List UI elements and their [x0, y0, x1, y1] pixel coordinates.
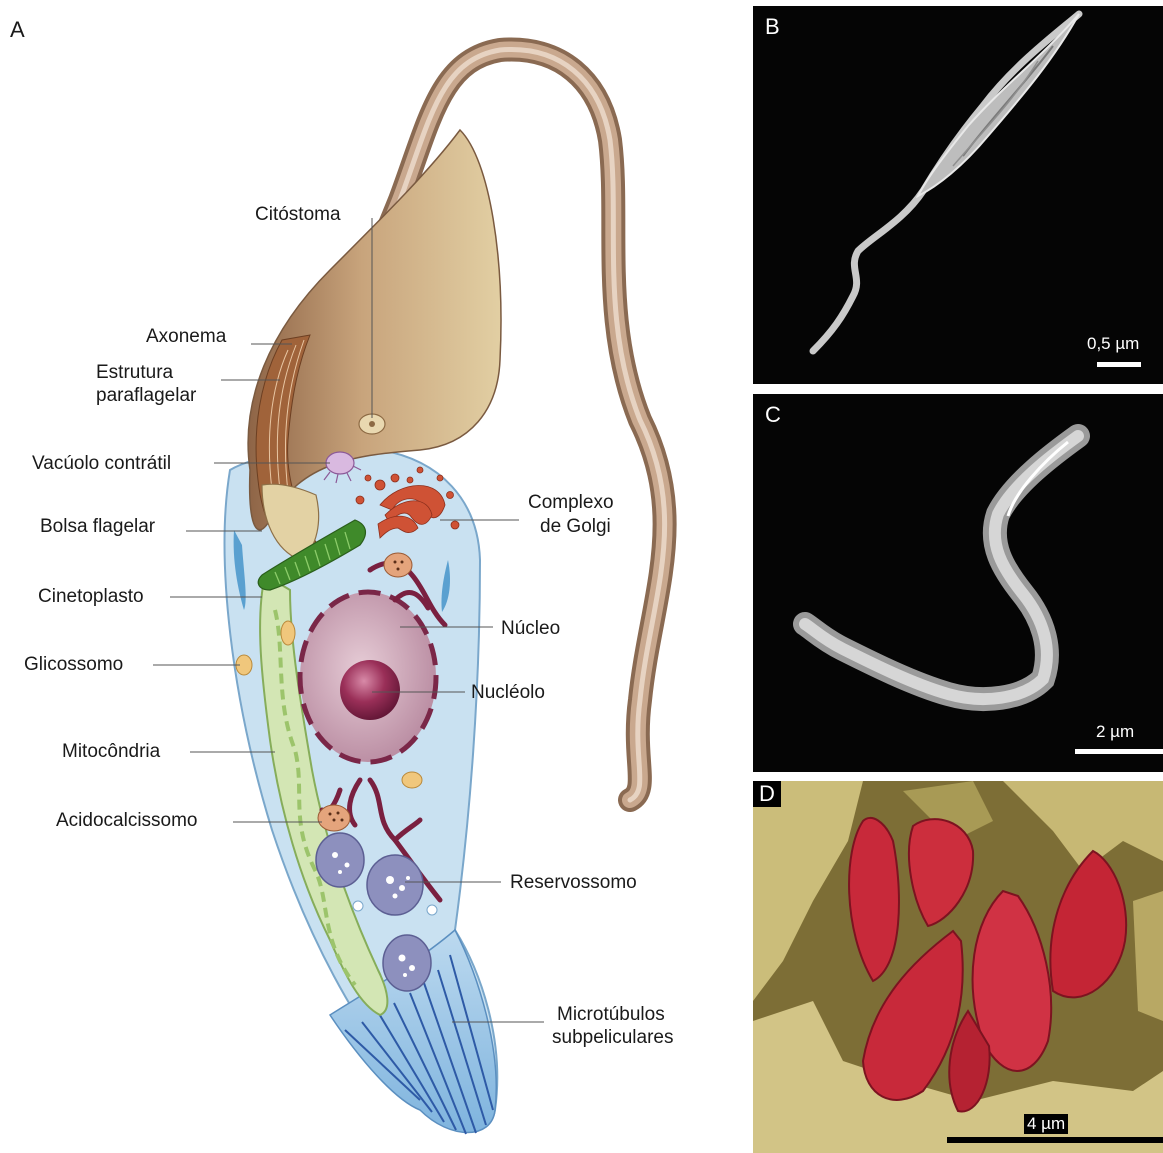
panel-letter-b: B [765, 14, 780, 40]
label-golgi-line1: Complexo [528, 492, 614, 514]
label-cinetoplasto: Cinetoplasto [38, 586, 144, 608]
nucleus [300, 592, 436, 762]
label-acidocalcissomo: Acidocalcissomo [56, 810, 198, 832]
label-estrutura-line2: paraflagelar [96, 385, 196, 407]
label-reservossomo: Reservossomo [510, 872, 637, 894]
scale-bar-b [1097, 362, 1141, 367]
panel-letter-c: C [765, 402, 781, 428]
label-nucleo: Núcleo [501, 618, 560, 640]
label-citostoma: Citóstoma [255, 204, 341, 226]
panel-d-tissue [753, 781, 1163, 1153]
scale-bar-d [947, 1137, 1163, 1143]
panel-b-parasite [753, 6, 1163, 384]
panel-b-sem: B 0,5 µm [753, 6, 1163, 384]
label-mitocondria: Mitocôndria [62, 741, 160, 763]
label-estrutura-line1: Estrutura [96, 362, 173, 384]
label-glicossomo: Glicossomo [24, 654, 123, 676]
label-axonema: Axonema [146, 326, 226, 348]
label-nucleolo: Nucléolo [471, 682, 545, 704]
label-vacuolo: Vacúolo contrátil [32, 453, 171, 475]
scale-text-b: 0,5 µm [1087, 334, 1139, 354]
panel-d-sem: D 4 µm [753, 781, 1163, 1153]
panel-letter-d: D [753, 781, 781, 807]
scale-text-d: 4 µm [1024, 1114, 1068, 1134]
panel-c-parasite [753, 394, 1163, 772]
label-golgi-line2: de Golgi [540, 516, 611, 538]
panel-c-sem: C 2 µm [753, 394, 1163, 772]
scale-text-c: 2 µm [1096, 722, 1134, 742]
scale-bar-c [1075, 749, 1163, 754]
label-microtubulos-line1: Microtúbulos [557, 1004, 665, 1026]
label-bolsa-flagelar: Bolsa flagelar [40, 516, 155, 538]
label-microtubulos-line2: subpeliculares [552, 1027, 673, 1049]
